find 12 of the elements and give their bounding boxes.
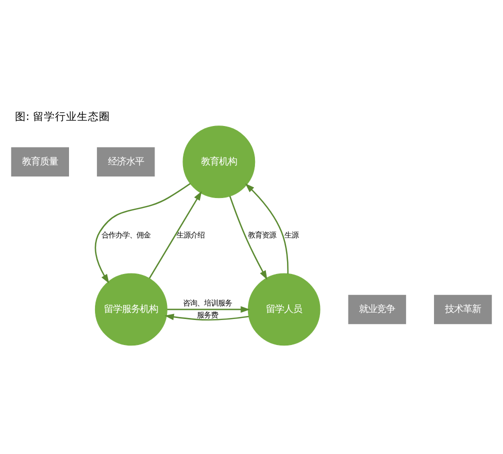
arrow	[148, 191, 202, 279]
node-circle: 留学人员	[248, 273, 320, 346]
node-box: 教育质量	[11, 147, 69, 176]
arrow	[167, 306, 250, 313]
node-box: 经济水平	[96, 147, 155, 176]
diagram-title: 图: 留学行业生态圈	[14, 110, 110, 123]
arrow	[94, 183, 191, 284]
arrow	[164, 314, 249, 321]
node-box: 就业竞争	[348, 294, 406, 324]
node-box: 技术革新	[434, 294, 492, 324]
arrow	[229, 196, 268, 280]
arrow	[245, 183, 289, 274]
